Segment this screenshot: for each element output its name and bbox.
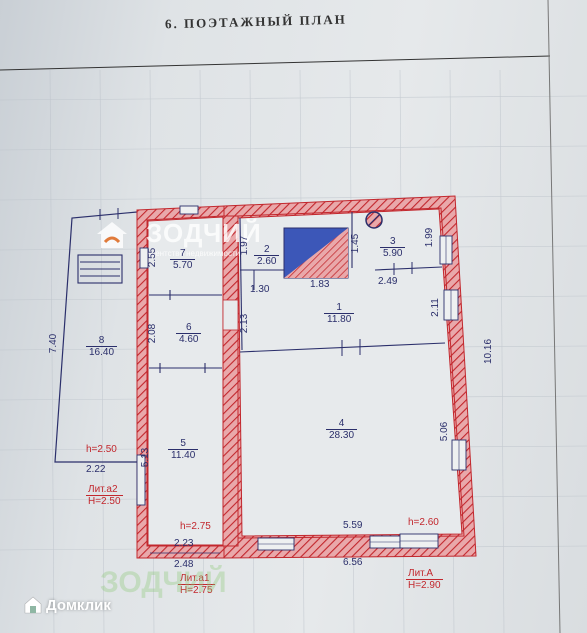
dim-2-49: 2.49: [378, 276, 398, 287]
dim-5-06: 5.06: [439, 421, 451, 442]
dim-7-40: 7.40: [48, 333, 60, 354]
dim-1-97: 1.97: [239, 235, 251, 256]
dim-5-59: 5.59: [343, 520, 363, 531]
lit-a-label: Лит.А Н=2.90: [406, 568, 443, 591]
room-8-label: 8 16.40: [86, 335, 118, 358]
dim-2-22: 2.22: [86, 464, 106, 475]
watermark-brand: ЗОДЧИЙ: [146, 218, 262, 248]
zodchiy-logo-icon: [97, 222, 127, 248]
room-7-label: 7 5.70: [170, 248, 196, 271]
room-3-label: 3 5.90: [380, 236, 406, 259]
annex-a2-outline: [54, 211, 138, 463]
dim-2-08: 2.08: [147, 323, 159, 344]
dim-10-16: 10.16: [483, 338, 495, 365]
room-4-label: 4 28.30: [326, 418, 358, 441]
stairs: [77, 254, 123, 284]
height-a2: h=2.50: [86, 444, 117, 455]
height-a1: h=2.75: [180, 521, 211, 532]
room-2-label: 2 2.60: [254, 244, 280, 267]
lit-a1-label: Лит.а1 Н=2.75: [178, 573, 215, 596]
dim-2-55: 2.55: [147, 247, 159, 268]
height-a: h=2.60: [408, 517, 439, 528]
dim-5-13: 5.13: [140, 447, 152, 468]
domclick-brand: Домклик: [46, 597, 111, 614]
domclick-logo-icon: [24, 596, 42, 614]
watermark-subtitle: агентство недвижимости: [148, 249, 241, 258]
dim-1-99: 1.99: [424, 227, 436, 248]
dim-6-56: 6.56: [343, 557, 363, 568]
dim-2-13: 2.13: [239, 313, 251, 334]
dim-1-83: 1.83: [310, 279, 330, 290]
dim-1-45: 1.45: [350, 233, 362, 254]
dim-1-30: 1.30: [250, 284, 270, 295]
dim-2-48: 2.48: [174, 559, 194, 570]
room-1-label: 1 11.80: [324, 302, 355, 325]
room-6-label: 6 4.60: [176, 322, 202, 345]
footer-watermark: ЗОДЧИЙ: [100, 566, 227, 599]
room-5-label: 5 11.40: [168, 438, 199, 461]
dim-2-23: 2.23: [174, 538, 194, 549]
lit-a2-label: Лит.а2 Н=2.50: [86, 484, 123, 507]
dim-2-11: 2.11: [429, 298, 441, 317]
